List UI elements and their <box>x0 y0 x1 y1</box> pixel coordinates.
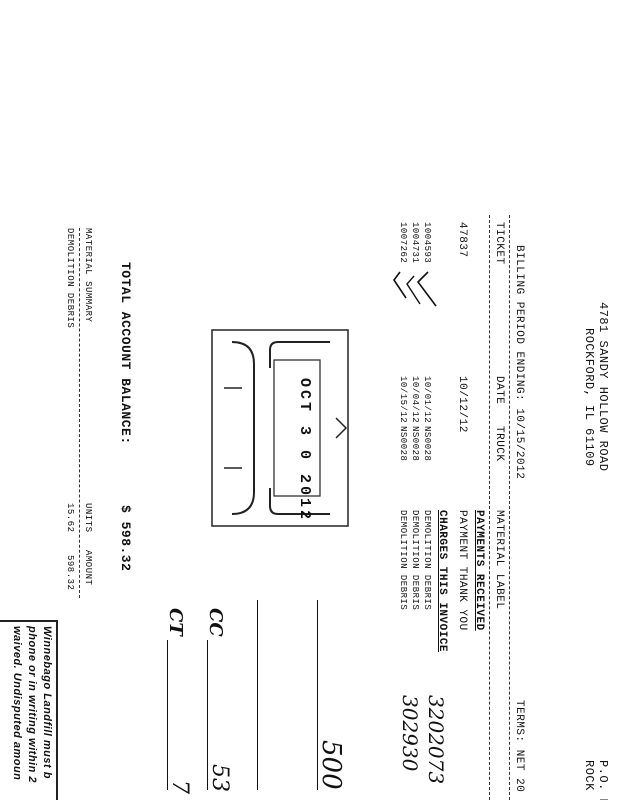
charges-heading: CHARGES THIS INVOICE <box>436 510 448 653</box>
col-date: DATE <box>493 376 505 405</box>
summary-amount-header: AMOUNT <box>83 550 93 586</box>
charge-ticket: 1004593 <box>422 222 432 264</box>
payment-description: PAYMENT THANK YOU <box>456 510 468 631</box>
summary-item: DEMOLITION DEBRIS <box>65 228 75 329</box>
total-label: TOTAL ACCOUNT BALANCE: <box>118 262 133 445</box>
handwritten-code-2: 302930 <box>398 695 422 772</box>
handwritten-ct-label: CT <box>165 608 186 636</box>
summary-units-header: UNITS <box>83 503 93 533</box>
notice-line-3: waived. Undisputed amoun <box>11 626 23 781</box>
charge-truck: NS0028 <box>410 426 420 462</box>
charge-ticket: 1004731 <box>410 222 420 264</box>
billing-period: BILLING PERIOD ENDING: 10/15/2012 <box>513 245 525 480</box>
received-stamp-icon <box>211 329 349 527</box>
notice-line-2: phone or in writing within 2 <box>26 626 38 783</box>
total-value: $ 598.32 <box>118 505 133 572</box>
handwritten-ct-value: 7 <box>167 780 192 794</box>
charge-material: DEMOLITION DEBRIS <box>410 510 420 611</box>
charge-truck: NS0028 <box>422 426 432 462</box>
charge-date: 10/15/12 <box>398 376 408 424</box>
col-ticket: TICKET <box>493 222 505 265</box>
handwritten-line <box>167 640 168 790</box>
po-box-line-2: ROCK <box>582 760 596 791</box>
handwritten-cc-value: 53 <box>207 764 232 792</box>
notice-line-1: Winnebago Landfill must b <box>41 626 53 779</box>
divider-line <box>509 215 510 800</box>
charge-material: DEMOLITION DEBRIS <box>398 510 408 611</box>
summary-heading: MATERIAL SUMMARY <box>83 228 93 323</box>
payment-ticket: 47837 <box>456 222 468 258</box>
charge-truck: NS0028 <box>398 426 408 462</box>
handwritten-code-1: 3202073 <box>424 695 448 785</box>
col-truck: TRUCK <box>493 426 505 462</box>
charge-ticket: 1007262 <box>398 222 408 264</box>
divider-line <box>79 228 80 598</box>
col-material: MATERIAL LABEL <box>493 510 505 610</box>
po-box-line-1: P.O. B <box>596 760 610 800</box>
handwritten-line <box>257 600 258 790</box>
summary-units: 15.62 <box>65 503 75 533</box>
payment-date: 10/12/12 <box>456 376 468 433</box>
charge-material: DEMOLITION DEBRIS <box>422 510 432 611</box>
summary-amount: 598.32 <box>65 555 75 591</box>
handwritten-amount: 500 <box>316 740 346 790</box>
address-line-1: 4781 SANDY HOLLOW ROAD <box>596 302 610 472</box>
handwritten-cc-label: CC <box>205 608 226 637</box>
stamp-date: OCT 3 0 2012 <box>296 378 313 523</box>
charge-date: 10/04/12 <box>410 376 420 424</box>
charge-date: 10/01/12 <box>422 376 432 424</box>
payments-heading: PAYMENTS RECEIVED <box>473 510 485 631</box>
checkmark-icon <box>393 271 437 307</box>
address-line-2: ROCKFORD, IL 61109 <box>582 328 596 467</box>
divider-line <box>489 215 490 800</box>
terms: TERMS: NET 20 <box>513 700 525 793</box>
